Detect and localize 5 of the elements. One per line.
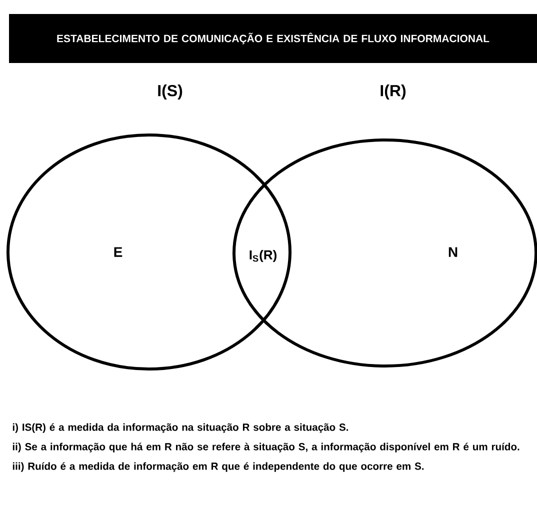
node-label: I(R) xyxy=(380,84,406,100)
title-band: ESTABELECIMENTO DE COMUNICAÇÃO E EXISTÊNCIA DE FLUXO INFORMACIONAL xyxy=(9,14,537,63)
node-label: I(S) xyxy=(158,84,182,100)
notes-text: i) IS(R) é a medida da informação na situação R sobre a situação S. ii) Se a informação que há em R não se refere à situação S, a informação disponível em R é um ruído. iii) Ruído é a medida de informação em R que é independente do que ocorre em S. xyxy=(12,423,520,472)
intersection-label: I$_{S}$(R) xyxy=(250,250,276,262)
